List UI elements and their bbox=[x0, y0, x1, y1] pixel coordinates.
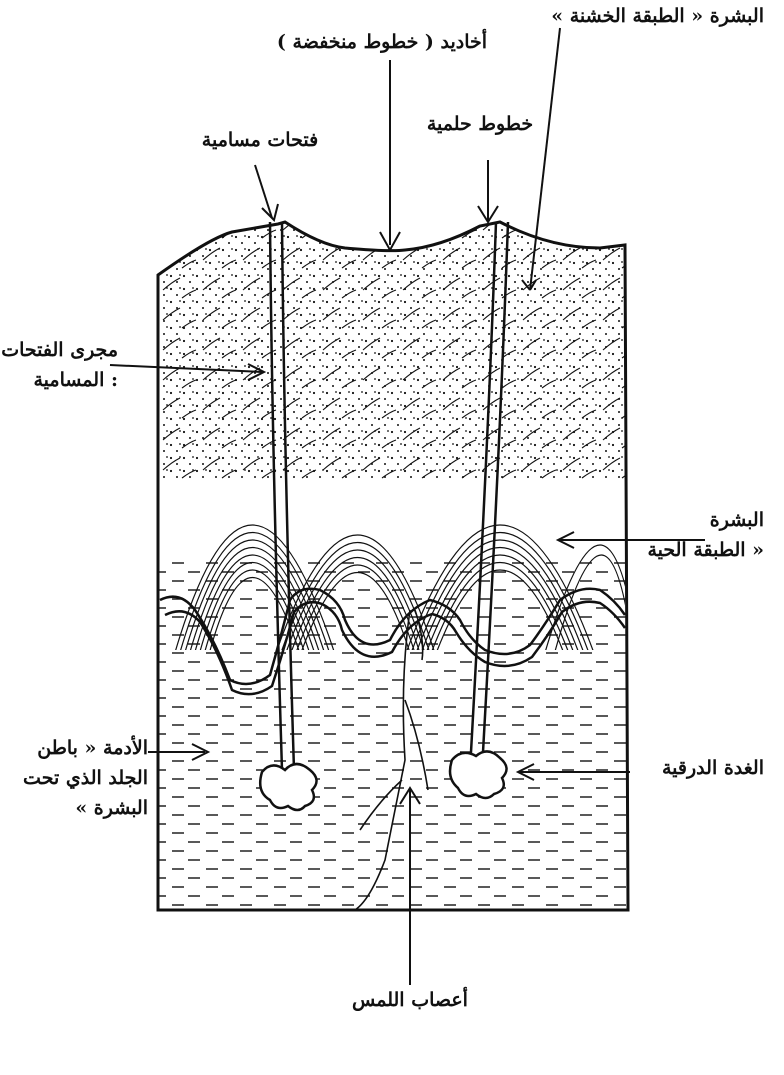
label-grooves: أخاديد ( خطوط منخفضة ) bbox=[262, 30, 502, 56]
corneum-stroke-texture bbox=[158, 220, 628, 480]
label-pore-channel-line1: مجرى الفتحات bbox=[8, 338, 118, 364]
label-pores: فتحات مسامية bbox=[190, 128, 330, 154]
sweat-gland-right bbox=[450, 751, 507, 798]
label-dermis-line1: الأدمة « باطن bbox=[8, 736, 148, 762]
label-epidermis-living-line2: « الطبقة الحية bbox=[634, 538, 764, 564]
label-epidermis-living-line1: البشرة bbox=[674, 508, 764, 534]
label-touch-nerves: أعصاب اللمس bbox=[320, 988, 500, 1014]
label-sweat-gland: الغدة الدرقية bbox=[634, 756, 764, 782]
label-epidermis-rough: البشرة « الطبقة الخشنة » bbox=[551, 4, 764, 30]
label-ridges: خطوط حلمية bbox=[410, 112, 550, 138]
label-dermis-line2: الجلد الذي تحت bbox=[8, 766, 148, 792]
label-dermis-line3: البشرة » bbox=[8, 796, 148, 822]
label-pore-channel-line2: : المسامية bbox=[8, 368, 118, 394]
